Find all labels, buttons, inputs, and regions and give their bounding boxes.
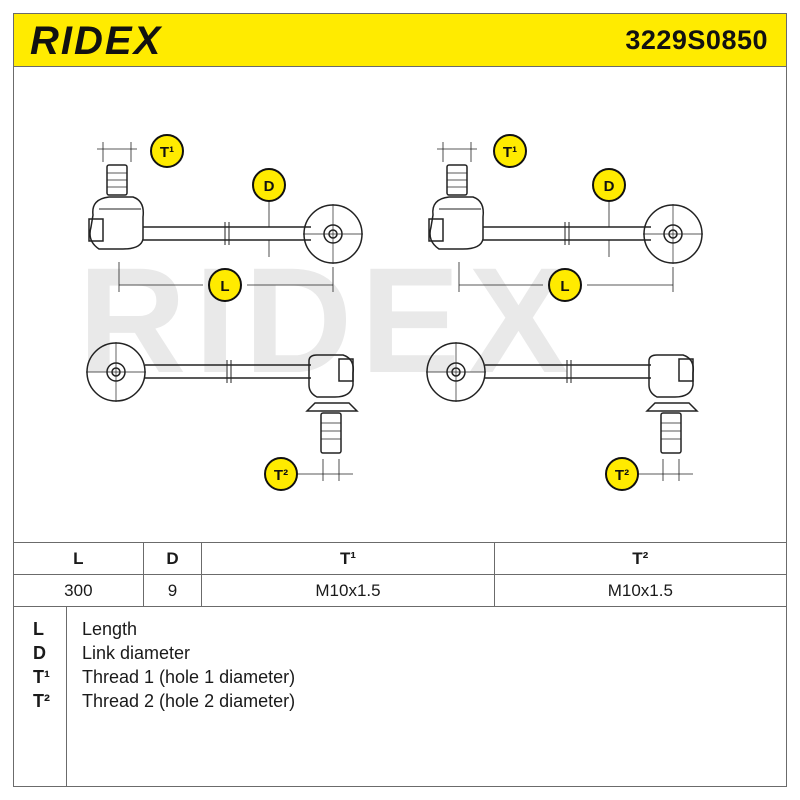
legend-text: Length	[82, 619, 138, 639]
callout-l-right: L	[548, 268, 582, 302]
svg-text:L: L	[560, 278, 569, 295]
legend-key: T²	[33, 691, 50, 711]
legend-text: Thread 1 (hole 1 diameter)	[82, 667, 296, 687]
svg-text:L: L	[220, 278, 229, 295]
svg-text:T¹: T¹	[160, 144, 174, 161]
link-drawing-bottom-right	[426, 342, 699, 481]
spec-table-header: L D T¹ T²	[13, 542, 788, 575]
legend: L Length D Link diameter T¹ Thread 1 (ho…	[13, 607, 787, 787]
svg-text:T²: T²	[274, 467, 288, 484]
spec-table: L D T¹ T² 300 9 M10x1.5 M10x1.5	[13, 542, 788, 607]
technical-drawing: RIDEX	[13, 67, 787, 543]
callout-d-right: D	[592, 168, 626, 202]
callout-d-left: D	[252, 168, 286, 202]
link-drawing-top-right	[428, 142, 703, 292]
header-cell-l: L	[13, 542, 144, 575]
svg-text:T¹: T¹	[503, 144, 517, 161]
legend-key: L	[33, 619, 44, 639]
link-drawing-top-left	[88, 142, 363, 292]
legend-divider	[66, 607, 67, 787]
spec-table-values: 300 9 M10x1.5 M10x1.5	[13, 574, 788, 607]
callout-t2-right: T²	[605, 457, 639, 491]
header-cell-t2: T²	[493, 542, 788, 575]
legend-text: Thread 2 (hole 2 diameter)	[82, 691, 296, 711]
legend-item: L Length	[13, 619, 787, 643]
callout-t1-left: T¹	[150, 134, 184, 168]
legend-item: T² Thread 2 (hole 2 diameter)	[13, 691, 787, 715]
legend-item: D Link diameter	[13, 643, 787, 667]
value-cell-t1: M10x1.5	[201, 574, 495, 607]
callout-l-left: L	[208, 268, 242, 302]
svg-text:T²: T²	[615, 467, 629, 484]
svg-text:D: D	[604, 178, 615, 195]
callout-t1-right: T¹	[493, 134, 527, 168]
legend-key: D	[33, 643, 46, 663]
svg-text:RIDEX: RIDEX	[30, 19, 163, 61]
link-drawing-bottom-left	[86, 342, 359, 481]
legend-item: T¹ Thread 1 (hole 1 diameter)	[13, 667, 787, 691]
svg-text:D: D	[264, 178, 275, 195]
value-cell-t2: M10x1.5	[493, 574, 788, 607]
value-cell-l: 300	[13, 574, 144, 607]
header-cell-d: D	[142, 542, 203, 575]
header-bar: RIDEX 3229S0850	[13, 13, 787, 67]
value-cell-d: 9	[142, 574, 203, 607]
part-number: 3229S0850	[625, 25, 768, 55]
header-cell-t1: T¹	[201, 542, 495, 575]
watermark-logo: RIDEX	[78, 236, 576, 404]
legend-key: T¹	[33, 667, 50, 687]
svg-text:RIDEX: RIDEX	[78, 236, 576, 404]
legend-text: Link diameter	[82, 643, 191, 663]
ridex-logo: RIDEX	[28, 19, 208, 66]
callout-t2-left: T²	[264, 457, 298, 491]
